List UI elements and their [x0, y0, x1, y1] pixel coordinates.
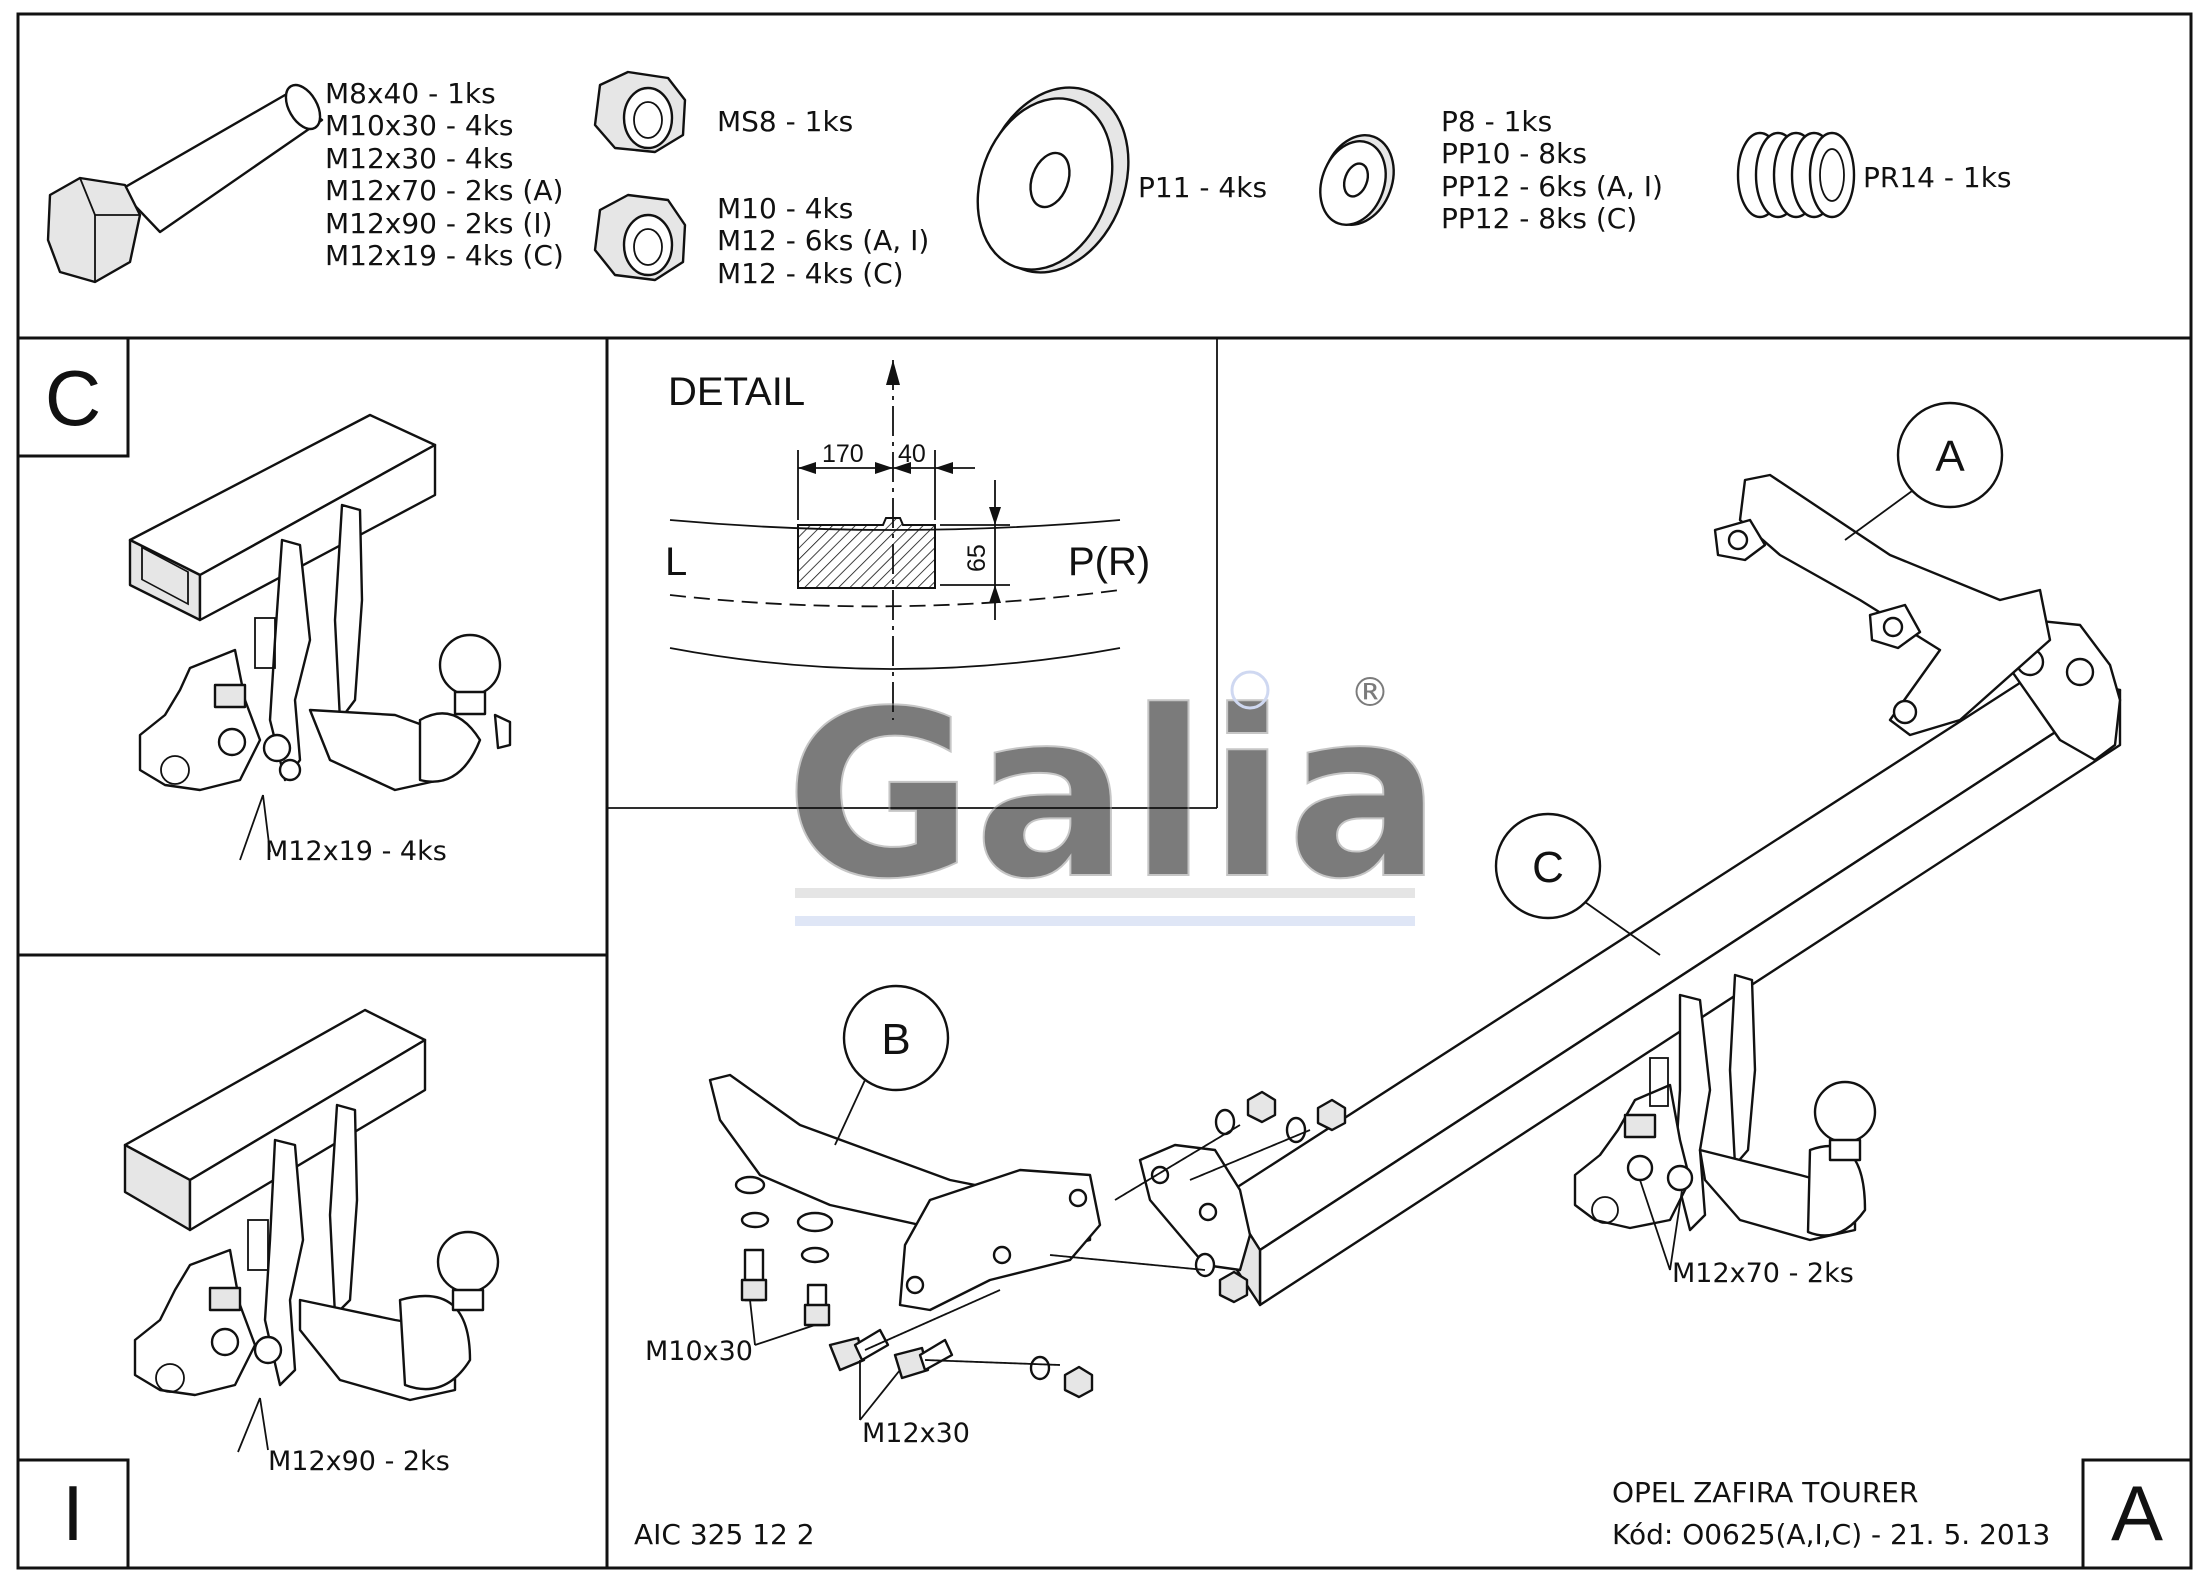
galia-watermark: Galia ® — [784, 662, 1443, 931]
bolt-item: M12x19 - 4ks (C) — [325, 239, 564, 272]
nut-ms-item: MS8 - 1ks — [717, 105, 853, 138]
main-assembly-view: M10x30 M12x30 M12x70 - 2ks A B C — [645, 401, 2122, 1449]
corner-box-a: A — [2081, 1458, 2193, 1570]
detail-dim-b: 40 — [898, 440, 926, 468]
washer-item: PP12 - 6ks (A, I) — [1441, 170, 1663, 203]
washer-icon — [1319, 134, 1395, 226]
variant-c-view: M12x19 - 4ks — [128, 413, 512, 867]
nut-list: M10 - 4ks M12 - 6ks (A, I) M12 - 4ks (C) — [717, 192, 929, 290]
bolt-icon — [1623, 1113, 1694, 1192]
washer-item: PP12 - 8ks (C) — [1441, 202, 1637, 235]
hex-nut-icon — [593, 193, 687, 282]
bolt-icon — [208, 1286, 283, 1365]
bolt-item: M8x40 - 1ks — [325, 77, 496, 110]
bolt-list: M8x40 - 1ks M10x30 - 4ks M12x30 - 4ks M1… — [325, 77, 564, 272]
bolt-item: M12x70 - 2ks (A) — [325, 174, 563, 207]
title-block: AIC 325 12 2 OPEL ZAFIRA TOURER Kód: O06… — [634, 1476, 2050, 1551]
drawing-code: AIC 325 12 2 — [634, 1518, 815, 1551]
variant-i-view: M12x90 - 2ks — [123, 1008, 500, 1477]
callout-a-letter: A — [1935, 432, 1965, 481]
corner-letter-i: I — [62, 1469, 84, 1557]
bolt-item: M12x30 - 4ks — [325, 142, 514, 175]
nut-item: M12 - 6ks (A, I) — [717, 224, 929, 257]
detail-right-label: P(R) — [1068, 540, 1150, 584]
callout-c-letter: C — [1532, 843, 1564, 892]
callout-a: A — [1844, 401, 2004, 541]
bolt-icon — [213, 683, 302, 782]
m12x70-label: M12x70 - 2ks — [1672, 1258, 1854, 1289]
corner-box-i: I — [16, 1458, 130, 1570]
detail-left-label: L — [665, 540, 687, 584]
callout-c: C — [1494, 812, 1661, 956]
washer-item: PP10 - 8ks — [1441, 137, 1587, 170]
spring-washer-icon — [1736, 131, 1856, 219]
bolt-icon — [46, 83, 324, 284]
washer-icon — [734, 1108, 1307, 1381]
drawing-frames — [16, 12, 2193, 1570]
callout-b: B — [834, 984, 950, 1146]
spring-item: PR14 - 1ks — [1863, 161, 2012, 194]
nut-item: M10 - 4ks — [717, 192, 853, 225]
m12x30-label: M12x30 — [862, 1418, 970, 1449]
detail-dim-c: 65 — [963, 544, 991, 572]
kod-line: Kód: O0625(A,I,C) - 21. 5. 2013 — [1612, 1518, 2050, 1551]
watermark-text: Galia — [785, 663, 1442, 930]
variant-c-label: M12x19 - 4ks — [265, 836, 447, 867]
vehicle-name: OPEL ZAFIRA TOURER — [1612, 1476, 1918, 1509]
corner-letter-a: A — [2111, 1469, 2163, 1557]
bolt-item: M10x30 - 4ks — [325, 109, 514, 142]
watermark-mark: ® — [1350, 670, 1390, 716]
corner-box-c: C — [16, 336, 130, 458]
bolt-item: M12x90 - 2ks (I) — [325, 207, 553, 240]
nut-item: M12 - 4ks (C) — [717, 257, 904, 290]
detail-view: DETAIL 170 40 65 L P(R) — [665, 360, 1150, 720]
big-washer-icon — [976, 86, 1130, 274]
bolt-icon — [740, 1248, 954, 1380]
big-washer-item: P11 - 4ks — [1138, 171, 1267, 204]
detail-title: DETAIL — [668, 370, 805, 414]
lock-nut-icon — [593, 70, 687, 154]
callout-b-letter: B — [881, 1015, 910, 1064]
corner-letter-c: C — [45, 354, 101, 442]
m10x30-label: M10x30 — [645, 1336, 753, 1367]
variant-i-label: M12x90 - 2ks — [268, 1446, 450, 1477]
parts-list: M8x40 - 1ks M10x30 - 4ks M12x30 - 4ks M1… — [46, 70, 2012, 290]
hex-nut-icon — [1063, 1090, 1347, 1399]
washer-item: P8 - 1ks — [1441, 105, 1552, 138]
washer-list: P8 - 1ks PP10 - 8ks PP12 - 6ks (A, I) PP… — [1441, 105, 1663, 235]
detail-dim-a: 170 — [822, 440, 864, 468]
